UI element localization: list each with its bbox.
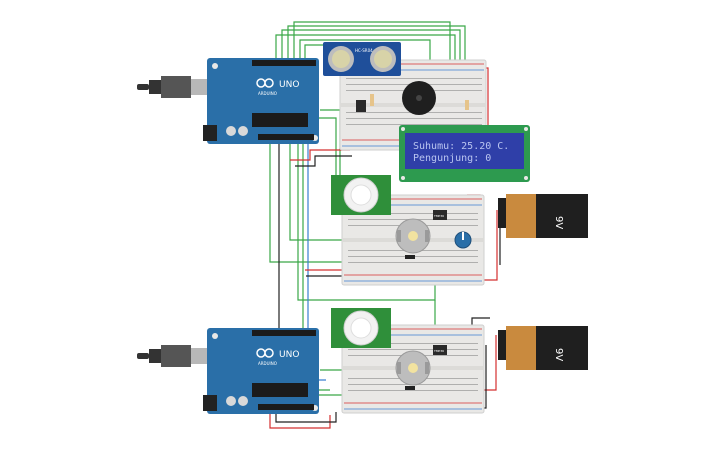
buzzer-icon[interactable] bbox=[402, 81, 436, 115]
dc-motor-top[interactable] bbox=[395, 218, 431, 254]
ic-label: TMP36 bbox=[433, 214, 444, 218]
ic-label: TMP36 bbox=[433, 349, 444, 353]
dc-motor-bottom[interactable] bbox=[395, 350, 431, 386]
ultrasonic-label: HC-SR04 bbox=[355, 48, 373, 53]
arduino-subtitle-label: ARDUINO bbox=[258, 91, 277, 96]
pir-sensor-top[interactable] bbox=[331, 175, 391, 215]
battery-label: 9V bbox=[553, 216, 564, 229]
ultrasonic-sensor[interactable]: HC-SR04 bbox=[323, 42, 401, 76]
header-digital bbox=[252, 60, 316, 66]
arduino-uno-top[interactable]: UNO ARDUINO bbox=[137, 58, 319, 144]
diode bbox=[405, 255, 415, 259]
arduino-infinity-logo-icon bbox=[256, 348, 274, 358]
transistor-ic[interactable]: TMP36 bbox=[433, 210, 447, 220]
arduino-subtitle-label: ARDUINO bbox=[258, 361, 277, 366]
dc-motor-icon bbox=[408, 363, 418, 373]
pir-dome-icon bbox=[343, 177, 379, 213]
pir-sensor-bottom[interactable] bbox=[331, 308, 391, 348]
header-analog bbox=[258, 134, 314, 140]
atmega-chip bbox=[252, 113, 308, 127]
battery-9v-bottom[interactable]: 9V bbox=[498, 326, 588, 370]
lcd-line-1: Suhumu: 25.20 C. bbox=[413, 141, 509, 152]
usb-cable-icon bbox=[137, 76, 207, 98]
usb-cable-icon bbox=[137, 345, 207, 367]
pir-dome-icon bbox=[343, 310, 379, 346]
resistor bbox=[370, 94, 469, 110]
arduino-brand-label: UNO bbox=[279, 80, 299, 90]
lcd-display[interactable]: Suhumu: 25.20 C. Pengunjung: 0 bbox=[399, 125, 530, 182]
battery-label: 9V bbox=[553, 348, 564, 361]
diode bbox=[405, 386, 415, 390]
potentiometer-icon[interactable] bbox=[454, 231, 472, 249]
dc-motor-icon bbox=[408, 231, 418, 241]
lcd-line-2: Pengunjung: 0 bbox=[413, 153, 491, 164]
arduino-brand-label: UNO bbox=[279, 350, 299, 360]
arduino-infinity-logo-icon bbox=[256, 78, 274, 88]
battery-9v-top[interactable]: 9V bbox=[498, 194, 588, 238]
temperature-sensor[interactable] bbox=[356, 100, 366, 112]
arduino-uno-bottom[interactable]: UNO ARDUINO bbox=[137, 328, 319, 414]
transistor-ic[interactable]: TMP36 bbox=[433, 345, 447, 355]
